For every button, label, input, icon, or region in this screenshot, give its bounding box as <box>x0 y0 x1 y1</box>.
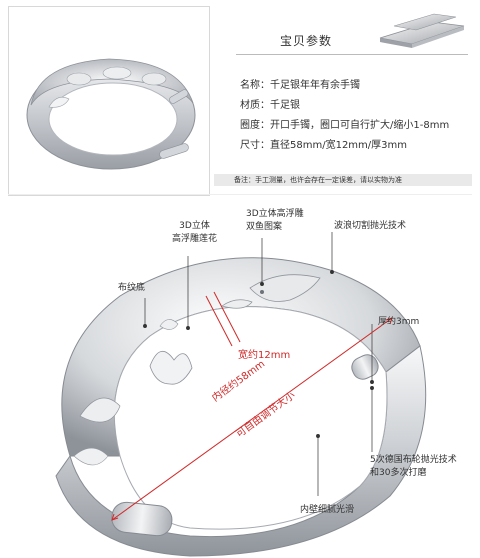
spec-row-name: 名称：千足银年年有余手镯 <box>240 76 360 91</box>
spec-row-size-range: 圈度：开口手镯，圈口可自行扩大/缩小1-8mm <box>240 116 449 131</box>
spec-value: 开口手镯，圈口可自行扩大/缩小1-8mm <box>270 120 450 131</box>
params-divider <box>236 54 468 55</box>
callout-fish: 3D立体高浮雕 双鱼图案 <box>246 208 304 234</box>
spec-label: 尺寸： <box>240 140 270 151</box>
callout-lotus-line2: 高浮雕莲花 <box>172 234 218 244</box>
params-title: 宝贝参数 <box>280 34 333 48</box>
thumbnail-frame <box>8 6 210 196</box>
spec-value: 直径58mm/宽12mm/厚3mm <box>270 140 407 151</box>
callout-polish-line1: 5次德国布轮抛光技术 <box>370 455 457 465</box>
thumbnail-bangle-illustration <box>26 58 196 170</box>
bangle-detail-illustration <box>55 232 427 557</box>
callout-lotus-line1: 3D立体 <box>179 221 210 231</box>
callout-wave-polish: 波浪切割抛光技术 <box>334 221 407 231</box>
spec-row-dimensions: 尺寸：直径58mm/宽12mm/厚3mm <box>240 136 407 151</box>
note-text: 备注：手工测量，也许会存在一定误差，请以实物为准 <box>234 176 402 184</box>
spec-label: 圈度： <box>240 120 270 131</box>
callout-inner: 内壁细腻光滑 <box>300 505 355 515</box>
silver-bar-icon <box>379 13 465 48</box>
callout-pattern: 布纹底 <box>118 283 146 293</box>
callout-polish-line2: 和30多次打磨 <box>370 468 427 478</box>
measure-width-label: 宽约12mm <box>238 350 291 361</box>
callout-polish: 5次德国布轮抛光技术 和30多次打磨 <box>370 454 457 480</box>
callout-thickness: 厚约3mm <box>378 317 420 327</box>
callout-fish-line2: 双鱼图案 <box>246 222 283 232</box>
spec-label: 材质： <box>240 100 270 111</box>
callout-fish-line1: 3D立体高浮雕 <box>246 209 304 219</box>
note-bar: 备注：手工测量，也许会存在一定误差，请以实物为准 <box>214 174 472 186</box>
callout-lotus: 3D立体 高浮雕莲花 <box>172 220 217 246</box>
section-divider <box>8 194 472 195</box>
spec-row-material: 材质：千足银 <box>240 96 300 111</box>
spec-value: 千足银 <box>270 100 300 111</box>
spec-label: 名称： <box>240 80 270 91</box>
spec-value: 千足银年年有余手镯 <box>270 80 360 91</box>
